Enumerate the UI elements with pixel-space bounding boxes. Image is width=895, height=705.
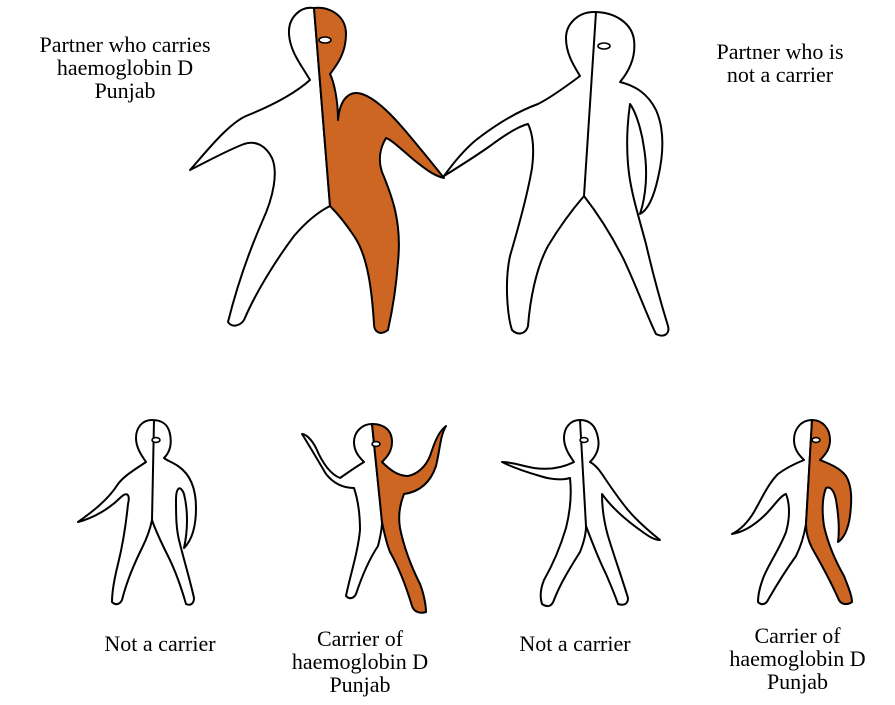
child-1-body <box>78 420 196 605</box>
child-4-eye-icon <box>812 438 820 443</box>
child-3-figure <box>502 420 660 606</box>
partner-carrier-label: Partner who carries haemoglobin D Punjab <box>0 33 250 102</box>
child-4-label: Carrier of haemoglobin D Punjab <box>700 624 895 693</box>
child-1-label: Not a carrier <box>75 632 245 655</box>
child-1-figure <box>78 420 196 605</box>
child-4-right-half <box>806 420 852 604</box>
child-3-label: Not a carrier <box>490 632 660 655</box>
child-1-eye-icon <box>152 438 160 443</box>
partner-noncarrier-label: Partner who is not a carrier <box>665 40 895 86</box>
child-2-right-half <box>372 424 446 613</box>
child-2-left-half <box>302 424 382 598</box>
parent-noncarrier-body <box>444 12 668 336</box>
parent-noncarrier-eye-icon <box>598 43 610 49</box>
child-3-eye-icon <box>580 438 588 443</box>
parent-noncarrier-figure <box>444 12 668 336</box>
child-2-figure <box>302 424 446 613</box>
child-2-label: Carrier of haemoglobin D Punjab <box>270 627 450 696</box>
child-4-left-half <box>732 420 812 604</box>
child-4-figure <box>732 420 852 604</box>
child-2-eye-icon <box>372 442 380 447</box>
parent-carrier-eye-icon <box>319 37 331 43</box>
parent-carrier-right-half <box>314 8 444 333</box>
